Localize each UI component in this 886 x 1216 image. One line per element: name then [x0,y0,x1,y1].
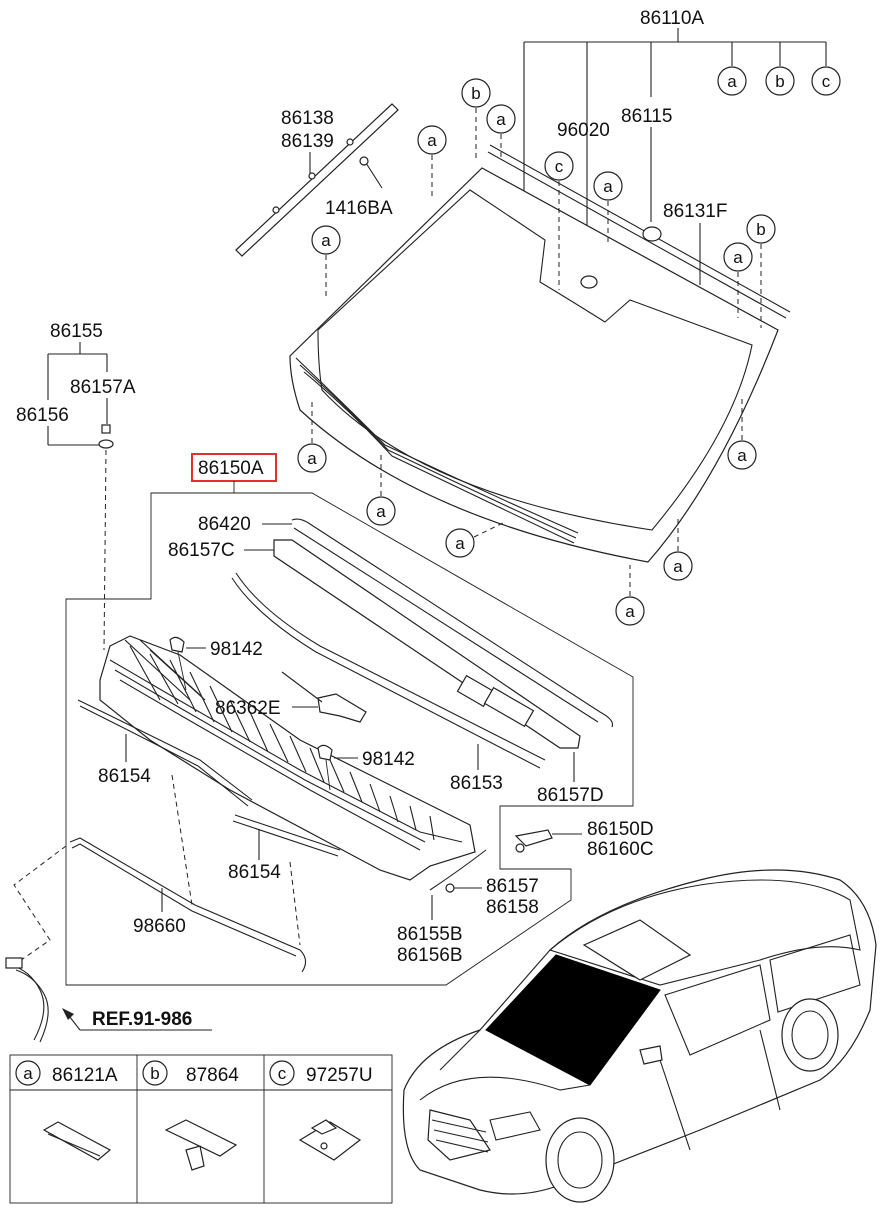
svg-text:b: b [471,84,480,103]
part-86157C-panel [273,539,581,749]
part-86157-hose [429,849,487,891]
callout-a-9: a [727,395,757,470]
legend-c: c 97257U [269,1060,373,1161]
label-86153: 86153 [450,773,503,794]
svg-text:a: a [427,131,437,150]
label-86158: 86158 [486,897,539,918]
label-86150D: 86150D [587,819,654,840]
callout-c-windshield: c [544,151,574,290]
callout-a-5: a [311,225,341,300]
label-86155: 86155 [50,321,103,342]
label-86156B: 86156B [397,945,463,966]
legend-b: b 87864 [142,1060,239,1171]
car-illustration [402,869,877,1203]
callout-a-8: a [445,521,506,558]
ref-91-986: REF.91-986 [5,845,212,1043]
label-86115: 86115 [621,106,672,127]
callout-a-top: a [717,66,747,96]
label-86362E: 86362E [215,698,281,719]
svg-text:a: a [673,557,683,576]
callout-a-2: a [417,125,447,198]
label-86157: 86157 [486,876,539,897]
label-86420: 86420 [198,514,251,535]
label-86138: 86138 [281,108,334,129]
part-86420-seal [291,518,614,728]
legend-b-part: 87864 [186,1065,239,1086]
label-86157A: 86157A [70,377,136,398]
callout-a-4: a [723,242,753,318]
part-cowl-panel [99,635,476,881]
svg-text:a: a [496,110,506,129]
svg-text:b: b [756,220,765,239]
part-98660-hose: 98660 [69,774,307,973]
callout-b-windshield: b [461,78,491,162]
label-86156: 86156 [16,405,69,426]
part-86138-strip: 86138 86139 1416BA [235,103,399,257]
svg-text:a: a [625,602,635,621]
group-outline-86150A [65,481,634,986]
svg-text:a: a [733,248,743,267]
callout-a-7: a [366,455,396,526]
svg-text:a: a [455,534,465,553]
label-86139: 86139 [281,131,334,152]
svg-text:b: b [775,72,784,91]
callout-a-6: a [297,402,327,473]
label-1416BA: 1416BA [325,198,393,219]
part-86154-strip-a [77,699,253,801]
svg-text:a: a [376,502,386,521]
label-98142-a: 98142 [210,639,263,660]
callout-a-3: a [593,171,623,246]
fastener-98142-a [169,636,185,653]
label-98142-b: 98142 [362,749,415,770]
part-86155-clip: 86155 86157A 86156 [16,321,136,651]
windshield-glass [289,144,791,563]
fastener-98142-b [317,744,333,761]
svg-text:c: c [822,72,831,91]
legend-c-part: 97257U [306,1065,373,1086]
svg-text:a: a [603,177,613,196]
callout-c-top: c [811,66,841,96]
svg-text:a: a [727,72,737,91]
callout-b-right: b [746,214,776,328]
callout-b-top: b [765,66,795,96]
svg-text:a: a [321,231,331,250]
svg-text:a: a [737,446,747,465]
svg-text:a: a [307,449,317,468]
part-86150D-bracket: 86150D 86160C [514,819,654,860]
label-86157C: 86157C [168,540,235,561]
part-86153-strip-a [235,572,546,761]
part-86154-strip-b [234,814,341,851]
windshield-highlight [485,954,661,1086]
svg-text:c: c [278,1064,287,1083]
callout-a-11: a [615,565,645,626]
callout-a-1: a [486,104,516,160]
label-98660: 98660 [133,916,186,937]
legend-table: a 86121A b 87864 c 97257U [9,1054,393,1204]
svg-text:b: b [150,1064,159,1083]
label-86154-b: 86154 [228,862,281,883]
legend-a-part: 86121A [52,1065,118,1086]
clip-86121A-icon [42,1121,112,1161]
label-ref: REF.91-986 [92,1009,192,1030]
svg-text:c: c [555,157,564,176]
svg-text:a: a [23,1064,33,1083]
label-96020: 96020 [557,120,610,141]
label-86157D: 86157D [537,785,604,806]
label-86160C: 86160C [587,839,654,860]
label-86154-a: 86154 [98,766,151,787]
clip-87864-icon [164,1119,238,1157]
legend-a: a 86121A [15,1060,118,1161]
label-86110A: 86110A [640,8,704,29]
label-86155B: 86155B [397,924,463,945]
label-86150A: 86150A [198,458,264,479]
callout-a-10: a [663,515,693,581]
part-86362E-bracket [317,693,367,723]
label-86131F: 86131F [663,201,727,222]
